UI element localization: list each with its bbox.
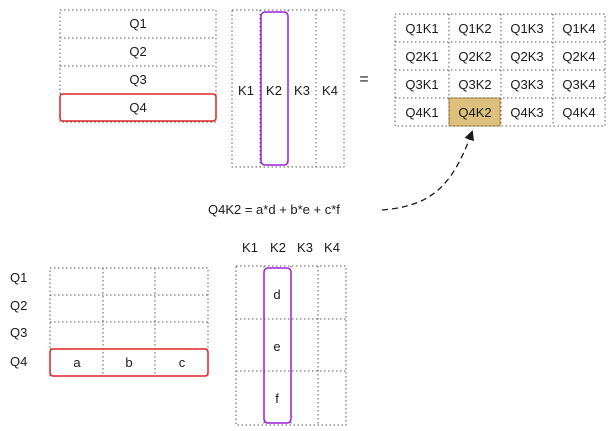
result-cell: Q4K1 — [405, 105, 438, 120]
result-cell: Q4K4 — [562, 105, 595, 120]
top-k-label: K3 — [294, 83, 310, 98]
equals-sign: = — [359, 71, 368, 88]
formula-text: Q4K2 = a*d + b*e + c*f — [208, 202, 340, 217]
bottom-k-label: K4 — [324, 240, 340, 255]
k2-value: e — [273, 339, 280, 354]
q4-value: c — [179, 355, 186, 370]
bottom-k-matrix: K1 K2 K3 K4 d e f — [235, 240, 347, 426]
q4-value: b — [125, 355, 132, 370]
bottom-k-label: K3 — [297, 240, 313, 255]
top-k-matrix: K1 K2 K3 K4 — [231, 9, 345, 168]
q4-value: a — [73, 355, 81, 370]
bottom-q-label: Q2 — [10, 298, 27, 313]
result-cell: Q3K3 — [510, 77, 543, 92]
bottom-q-label: Q4 — [10, 354, 27, 369]
bottom-k-label: K1 — [242, 240, 258, 255]
bottom-q-matrix: Q1 Q2 Q3 Q4 a b c — [10, 267, 209, 377]
top-k-label: K2 — [266, 83, 282, 98]
top-q4-highlight — [59, 93, 217, 122]
result-cell: Q2K1 — [405, 49, 438, 64]
top-q-label: Q4 — [129, 100, 146, 115]
result-cell-highlighted: Q4K2 — [458, 105, 491, 120]
top-k-label: K4 — [322, 83, 338, 98]
top-q-matrix: Q1 Q2 Q3 Q4 — [59, 9, 217, 123]
result-cell: Q2K2 — [458, 49, 491, 64]
result-cell: Q1K2 — [458, 21, 491, 36]
formula-arrow — [381, 130, 475, 211]
bottom-q4-highlight — [49, 348, 209, 377]
result-matrix: Q1K1 Q1K2 Q1K3 Q1K4 Q2K1 Q2K2 Q2K3 Q2K4 … — [394, 13, 606, 127]
result-cell: Q4K3 — [510, 105, 543, 120]
result-cell: Q1K1 — [405, 21, 438, 36]
result-highlight-cell — [448, 97, 501, 127]
result-cell: Q1K4 — [562, 21, 595, 36]
result-cell: Q2K4 — [562, 49, 595, 64]
top-k-label: K1 — [238, 83, 254, 98]
k2-value: f — [275, 391, 279, 406]
bottom-q-label: Q1 — [10, 270, 27, 285]
result-cell: Q3K2 — [458, 77, 491, 92]
top-k2-highlight — [260, 11, 289, 166]
result-cell: Q3K4 — [562, 77, 595, 92]
top-q-label: Q1 — [129, 16, 146, 31]
bottom-k2-highlight — [263, 267, 292, 424]
bottom-q-label: Q3 — [10, 325, 27, 340]
result-cell: Q3K1 — [405, 77, 438, 92]
result-cell: Q1K3 — [510, 21, 543, 36]
k2-value: d — [273, 287, 280, 302]
result-cell: Q2K3 — [510, 49, 543, 64]
top-q-label: Q3 — [129, 72, 146, 87]
top-q-label: Q2 — [129, 44, 146, 59]
bottom-k-label: K2 — [270, 240, 286, 255]
